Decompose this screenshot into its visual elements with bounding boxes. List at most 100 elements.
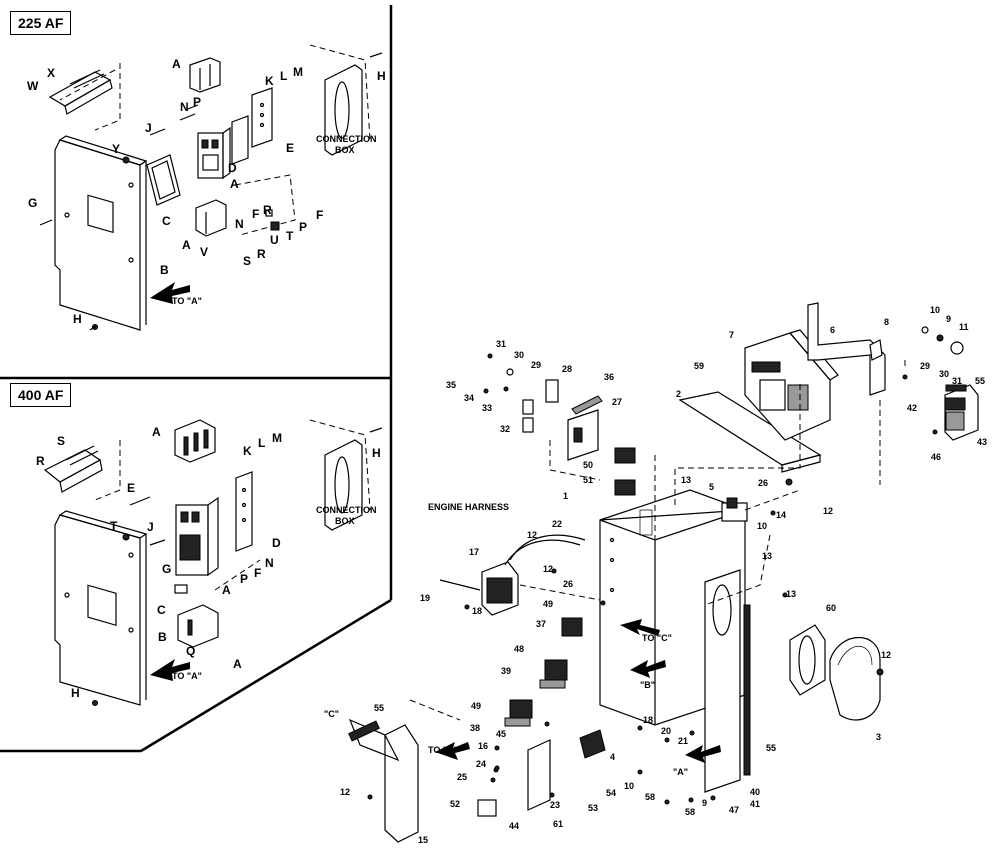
svg-text:23: 23 — [550, 800, 560, 810]
connection-box-400 — [324, 439, 363, 531]
svg-text:26: 26 — [758, 478, 768, 488]
svg-text:37: 37 — [536, 619, 546, 629]
svg-text:P: P — [299, 220, 307, 234]
section-dividers — [0, 5, 393, 753]
section-title-225af: 225 AF — [10, 11, 72, 35]
svg-text:18: 18 — [643, 715, 653, 725]
svg-text:9: 9 — [946, 314, 951, 324]
svg-text:2: 2 — [676, 389, 681, 399]
svg-text:M: M — [293, 65, 303, 79]
bracket-27 — [567, 409, 599, 461]
svg-text:U: U — [270, 233, 279, 247]
svg-text:46: 46 — [931, 452, 941, 462]
svg-text:A: A — [222, 583, 231, 597]
svg-text:12: 12 — [881, 650, 891, 660]
plate-d-400 — [235, 471, 253, 552]
svg-text:55: 55 — [766, 743, 776, 753]
svg-text:42: 42 — [907, 403, 917, 413]
svg-text:31: 31 — [496, 339, 506, 349]
svg-text:19: 19 — [420, 593, 430, 603]
bracket-c-225 — [146, 154, 181, 206]
svg-text:58: 58 — [685, 807, 695, 817]
svg-text:D: D — [272, 536, 281, 550]
svg-text:A: A — [172, 57, 181, 71]
svg-text:Y: Y — [112, 142, 120, 156]
svg-text:9: 9 — [702, 798, 707, 808]
terminal-cover-a-bottom-225 — [195, 199, 227, 237]
svg-text:28: 28 — [562, 364, 572, 374]
svg-text:12: 12 — [527, 530, 537, 540]
svg-text:26: 26 — [563, 579, 573, 589]
svg-text:45: 45 — [496, 729, 506, 739]
svg-text:R: R — [263, 203, 272, 217]
svg-text:T: T — [110, 519, 118, 533]
svg-text:V: V — [200, 245, 208, 259]
svg-text:CONNECTION: CONNECTION — [316, 134, 377, 144]
svg-text:N: N — [235, 217, 244, 231]
svg-text:52: 52 — [450, 799, 460, 809]
svg-text:B: B — [160, 263, 169, 277]
svg-text:38: 38 — [470, 723, 480, 733]
cover-r-400 — [43, 449, 102, 483]
svg-text:R: R — [36, 454, 45, 468]
svg-text:29: 29 — [920, 361, 930, 371]
svg-text:CONNECTION: CONNECTION — [316, 505, 377, 515]
svg-text:4: 4 — [610, 752, 615, 762]
svg-text:15: 15 — [418, 835, 428, 845]
svg-text:21: 21 — [678, 736, 688, 746]
svg-text:49: 49 — [543, 599, 553, 609]
svg-text:A: A — [233, 657, 242, 671]
svg-text:35: 35 — [446, 380, 456, 390]
svg-text:3: 3 — [876, 732, 881, 742]
callouts-400af: R S A E T J G K L M H D A P F N C Q A B … — [36, 425, 381, 700]
svg-text:N: N — [265, 556, 274, 570]
svg-text:"A": "A" — [673, 767, 688, 777]
svg-text:16: 16 — [478, 741, 488, 751]
assembly-225af — [39, 44, 383, 331]
svg-text:39: 39 — [501, 666, 511, 676]
svg-text:A: A — [152, 425, 161, 439]
svg-text:H: H — [372, 446, 381, 460]
svg-text:40: 40 — [750, 787, 760, 797]
svg-text:29: 29 — [531, 360, 541, 370]
svg-text:C: C — [157, 603, 166, 617]
svg-text:S: S — [243, 254, 251, 268]
panel-b-400 — [54, 514, 141, 706]
svg-text:L: L — [280, 69, 287, 83]
main-assembly — [348, 302, 979, 843]
svg-text:N: N — [180, 100, 189, 114]
svg-text:G: G — [28, 196, 37, 210]
svg-text:53: 53 — [588, 803, 598, 813]
connection-box-225 — [324, 64, 363, 156]
plate-d-225 — [231, 115, 249, 165]
svg-text:32: 32 — [500, 424, 510, 434]
svg-text:60: 60 — [826, 603, 836, 613]
terminal-cover-a-top-225 — [189, 57, 221, 93]
svg-text:12: 12 — [340, 787, 350, 797]
plate-e-225 — [251, 87, 273, 148]
svg-text:1: 1 — [563, 491, 568, 501]
svg-text:36: 36 — [604, 372, 614, 382]
svg-text:14: 14 — [776, 510, 786, 520]
svg-text:F: F — [316, 208, 323, 222]
svg-text:41: 41 — [750, 799, 760, 809]
svg-text:30: 30 — [939, 369, 949, 379]
svg-text:8: 8 — [884, 317, 889, 327]
svg-text:10: 10 — [624, 781, 634, 791]
svg-text:25: 25 — [457, 772, 467, 782]
side-cover — [704, 569, 741, 793]
svg-text:27: 27 — [612, 397, 622, 407]
svg-text:43: 43 — [977, 437, 987, 447]
svg-text:5: 5 — [709, 482, 714, 492]
assembly-400af — [43, 419, 383, 706]
svg-text:7: 7 — [729, 330, 734, 340]
svg-text:TO "B": TO "B" — [428, 745, 458, 755]
svg-text:E: E — [127, 481, 135, 495]
svg-text:TO "C": TO "C" — [642, 633, 672, 643]
svg-text:34: 34 — [464, 393, 474, 403]
svg-text:44: 44 — [509, 821, 519, 831]
svg-text:J: J — [147, 520, 154, 534]
svg-text:H: H — [71, 686, 80, 700]
svg-text:T: T — [286, 229, 294, 243]
svg-text:H: H — [73, 312, 82, 326]
